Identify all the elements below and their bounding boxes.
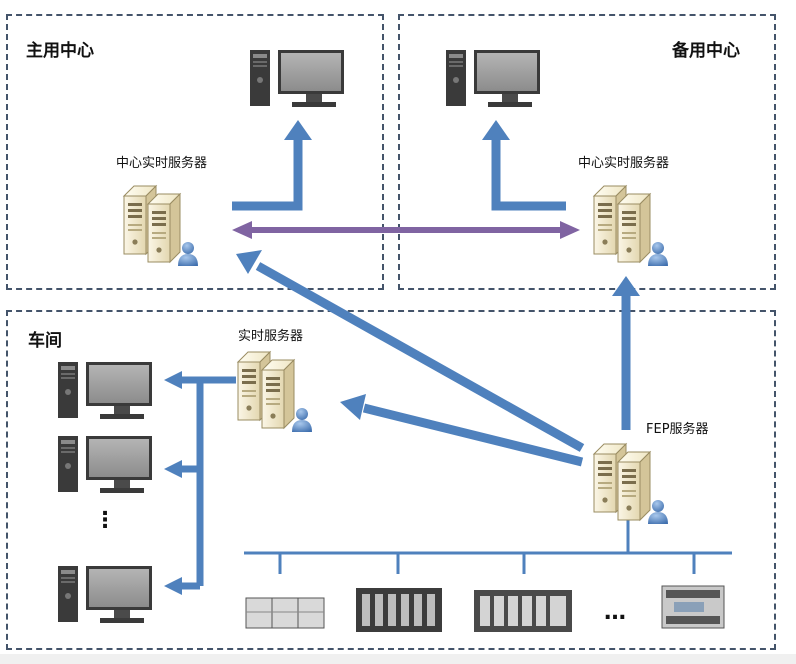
workshop-workstation-2-icon bbox=[58, 436, 152, 493]
fep-server-label: FEP服务器 bbox=[646, 422, 709, 437]
backup-server-label: 中心实时服务器 bbox=[578, 156, 670, 171]
field-bus bbox=[244, 520, 732, 574]
bottom-strip bbox=[0, 654, 796, 664]
workshop-title: 车间 bbox=[28, 331, 62, 351]
field-device-2-icon bbox=[356, 588, 442, 632]
primary-center-title: 主用中心 bbox=[26, 41, 94, 61]
workshop-workstation-1-icon bbox=[58, 362, 152, 419]
more-devices-ellipsis: … bbox=[604, 600, 627, 625]
workshop-server-label: 实时服务器 bbox=[238, 329, 304, 344]
workshop-realtime-server-icon bbox=[238, 352, 312, 432]
link-fep-to-backup-server bbox=[612, 276, 640, 430]
primary-server-label: 中心实时服务器 bbox=[116, 156, 208, 171]
field-device-3-icon bbox=[474, 590, 572, 632]
link-fep-to-primary-server bbox=[236, 250, 585, 452]
fep-server-icon bbox=[594, 444, 668, 524]
primary-center-zone bbox=[6, 14, 384, 290]
field-device-1-icon bbox=[245, 597, 325, 629]
link-primary-server-to-monitor bbox=[232, 120, 312, 211]
backup-monitor-workstation-icon bbox=[446, 50, 540, 107]
field-device-4-icon bbox=[661, 585, 725, 629]
backup-realtime-server-icon bbox=[594, 186, 668, 266]
primary-realtime-server-icon bbox=[124, 186, 198, 266]
link-workshop-server-to-workstations bbox=[164, 371, 236, 595]
link-primary-backup-sync bbox=[232, 221, 580, 239]
backup-center-title: 备用中心 bbox=[672, 41, 740, 61]
more-workstations-ellipsis: ⋮ bbox=[94, 508, 117, 533]
link-backup-server-to-monitor bbox=[482, 120, 566, 211]
workshop-workstation-3-icon bbox=[58, 566, 152, 623]
backup-center-zone bbox=[398, 14, 776, 290]
workshop-zone bbox=[6, 310, 776, 650]
primary-monitor-workstation-icon bbox=[250, 50, 344, 107]
link-fep-to-workshop-server bbox=[340, 394, 584, 467]
